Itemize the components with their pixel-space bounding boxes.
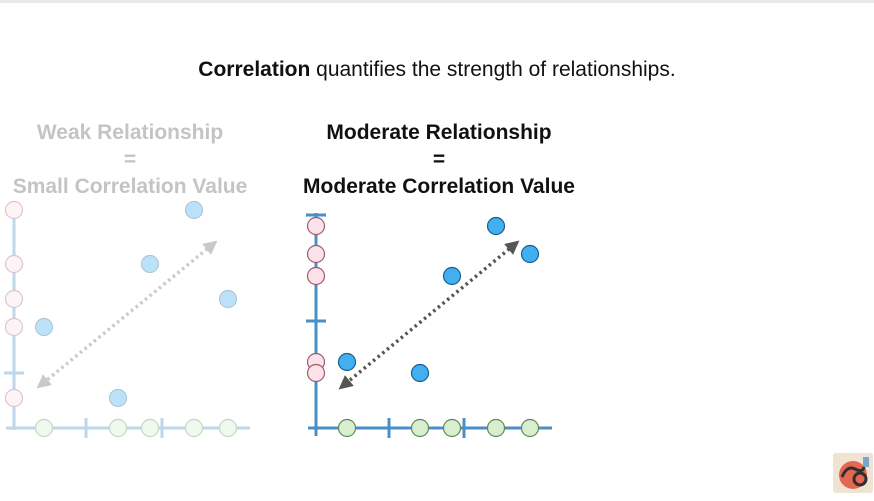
moderate-x-marker: [337, 418, 357, 438]
moderate-caption-line3: Moderate Correlation Value: [303, 175, 575, 198]
moderate-y-marker: [306, 363, 326, 383]
moderate-caption-line1: Moderate Relationship: [326, 121, 552, 144]
moderate-x-markers: [337, 418, 540, 438]
moderate-scatter-plot: [306, 213, 552, 438]
weak-data-point: [218, 289, 238, 309]
weak-data-point: [34, 317, 54, 337]
weak-data-point: [140, 254, 160, 274]
moderate-data-point: [520, 244, 540, 264]
moderate-y-markers: [306, 216, 326, 383]
weak-y-markers: [4, 200, 24, 408]
moderate-data-point: [337, 352, 357, 372]
moderate-data-point: [410, 363, 430, 383]
weak-x-marker: [108, 418, 128, 438]
weak-x-markers: [34, 418, 238, 438]
moderate-relationship-caption: Moderate Relationship = Moderate Correla…: [284, 119, 594, 200]
weak-y-marker: [4, 388, 24, 408]
weak-relationship-caption: Weak Relationship = Small Correlation Va…: [0, 119, 260, 200]
weak-y-marker: [4, 317, 24, 337]
weak-data-points: [34, 200, 238, 408]
moderate-trend-arrow: [338, 240, 520, 390]
headline-rest: quantifies the strength of relationships…: [310, 58, 676, 81]
weak-x-marker: [140, 418, 160, 438]
headline-bold: Correlation: [198, 58, 311, 81]
weak-x-marker: [184, 418, 204, 438]
weak-x-marker: [34, 418, 54, 438]
moderate-x-marker: [442, 418, 462, 438]
logo-graphic: [833, 453, 873, 493]
moderate-x-marker: [410, 418, 430, 438]
moderate-y-marker: [306, 266, 326, 286]
weak-caption-line1: Weak Relationship: [36, 121, 224, 144]
weak-y-marker: [4, 200, 24, 220]
weak-data-point: [108, 388, 128, 408]
weak-scatter-plot: [4, 200, 250, 438]
moderate-x-marker: [520, 418, 540, 438]
weak-y-marker: [4, 254, 24, 274]
moderate-axes: [306, 213, 552, 438]
top-divider: [0, 0, 874, 3]
moderate-data-point: [486, 216, 506, 236]
headline: Correlation quantifies the strength of r…: [0, 58, 874, 82]
moderate-y-marker: [306, 244, 326, 264]
weak-caption-line2: =: [123, 148, 137, 171]
weak-trend-arrow: [36, 240, 218, 389]
moderate-y-marker: [306, 216, 326, 236]
moderate-caption-line2: =: [432, 148, 446, 171]
weak-axes: [4, 212, 250, 438]
statquest-logo-icon: [833, 453, 873, 493]
moderate-data-point: [442, 266, 462, 286]
moderate-x-marker: [486, 418, 506, 438]
weak-x-marker: [218, 418, 238, 438]
moderate-data-points: [337, 216, 540, 383]
weak-data-point: [184, 200, 204, 220]
weak-y-marker: [4, 289, 24, 309]
weak-caption-line3: Small Correlation Value: [12, 175, 248, 198]
